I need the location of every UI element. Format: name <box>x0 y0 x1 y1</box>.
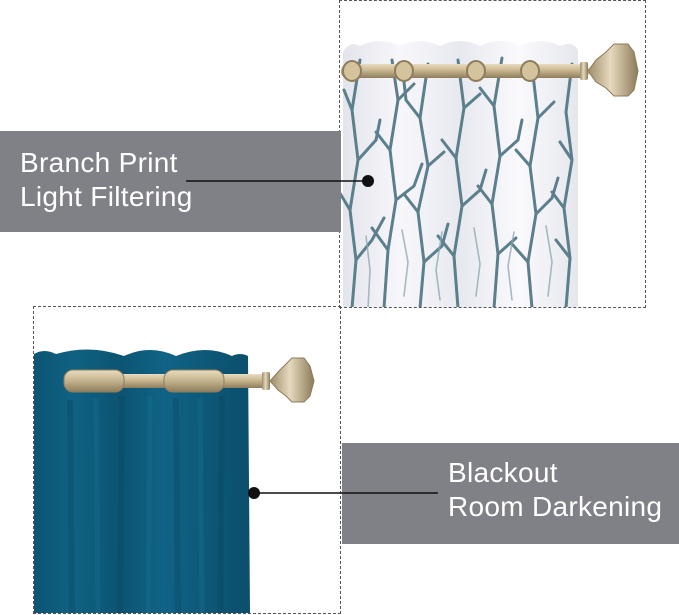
branch-print-pattern <box>340 56 574 307</box>
blackout-callout-line1: Blackout <box>448 457 558 488</box>
blackout-curtain <box>34 349 250 613</box>
blackout-callout-line2: Room Darkening <box>448 491 663 522</box>
blackout-curtain-frame <box>33 306 341 614</box>
sheer-callout-line2: Light Filtering <box>20 181 193 212</box>
blackout-curtain-rod <box>63 357 315 403</box>
sheer-curtain <box>340 41 578 307</box>
sheer-callout-line1: Branch Print <box>20 147 178 178</box>
sheer-curtain-rod <box>341 43 639 97</box>
